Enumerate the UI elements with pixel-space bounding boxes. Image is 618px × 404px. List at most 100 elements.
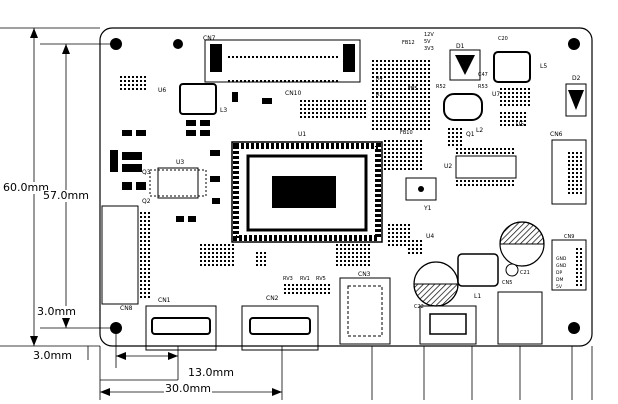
label-c22: C22 — [414, 304, 424, 310]
chip-u3 — [157, 167, 199, 199]
label-5v: 5V — [424, 39, 431, 45]
label-c20: C20 — [498, 36, 508, 42]
label-cn3: CN3 — [358, 271, 371, 278]
label-rv3: RV3 — [283, 276, 293, 282]
chip-u3-pins — [149, 169, 207, 197]
label-c47: C47 — [478, 72, 488, 78]
label-cn7: CN7 — [203, 35, 216, 42]
connector-cn8 — [101, 205, 139, 305]
chip-u2 — [455, 155, 517, 179]
label-r52: R52 — [436, 84, 446, 90]
smd-cluster-mid — [386, 224, 412, 248]
smd-row — [198, 244, 234, 266]
connector-cn3 — [339, 277, 391, 345]
dim-connector-offset: 30.0mm — [164, 382, 212, 395]
label-cn6: CN6 — [550, 131, 563, 138]
smd-row — [334, 244, 370, 266]
smd-cluster-left — [110, 92, 272, 222]
connector-cn10 — [300, 98, 368, 120]
chip-u2-pins — [456, 148, 516, 154]
mounting-hole — [568, 38, 580, 50]
diode-d1-mark — [455, 55, 475, 75]
diode-d2-mark — [568, 90, 584, 110]
dimension-arrows — [30, 28, 282, 396]
crystal-y1-dot — [418, 186, 424, 192]
diode-d1 — [449, 49, 481, 81]
inductor-l3 — [179, 83, 217, 115]
dim-height-outer: 60.0mm — [2, 181, 50, 194]
crystal-y1 — [405, 177, 437, 201]
label-cn1: CN1 — [158, 297, 171, 304]
label-dm: DM — [556, 277, 563, 283]
label-r53: R53 — [478, 84, 488, 90]
label-u7: U7 — [492, 91, 500, 98]
label-c21: C21 — [520, 270, 530, 276]
label-u2: U2 — [444, 163, 452, 170]
chip-u6 — [118, 74, 146, 90]
mounting-hole — [173, 39, 183, 49]
smd-row — [254, 252, 268, 268]
capacitor-c21 — [413, 261, 459, 307]
mosfet-q1 — [448, 126, 462, 146]
label-r5: R5 — [376, 92, 383, 98]
inductor-l1 — [457, 253, 499, 287]
label-l3: L3 — [220, 107, 227, 114]
label-12v: 12V — [424, 32, 434, 38]
inductor-l2 — [443, 93, 483, 121]
mounting-hole — [568, 322, 580, 334]
cn5-hole — [505, 263, 519, 277]
label-rv1: RV1 — [300, 276, 310, 282]
dim-hole-bottom-offset: 3.0mm — [36, 305, 77, 318]
connector-usb-b — [497, 291, 543, 345]
dim-height-holes: 57.0mm — [42, 189, 90, 202]
diode-d2 — [565, 83, 587, 117]
smd-row — [282, 282, 332, 294]
label-dp: DP — [556, 270, 562, 276]
capacitor-big — [499, 221, 545, 267]
label-u3: U3 — [176, 159, 184, 166]
label-q2: Q2 — [142, 198, 151, 205]
label-u5: U5 — [516, 121, 524, 128]
connector-cn1 — [145, 305, 217, 351]
label-l2: L2 — [476, 127, 483, 134]
label-cn10: CN10 — [285, 90, 301, 97]
label-rv5: RV5 — [316, 276, 326, 282]
label-q3: Q3 — [142, 169, 151, 176]
connector-cn9 — [551, 239, 587, 291]
label-fb10: FB10 — [400, 130, 413, 136]
label-fb12: FB12 — [402, 40, 415, 46]
label-q1: Q1 — [466, 131, 475, 138]
label-3v3: 3V3 — [424, 46, 434, 52]
label-gnd-b: GND — [556, 263, 567, 269]
label-u4: U4 — [426, 233, 434, 240]
connector-cn6-pins — [568, 150, 582, 194]
inductor-l5 — [493, 51, 531, 83]
label-fb5: FB5 — [408, 86, 418, 92]
dim-connector-spacing: 13.0mm — [187, 366, 235, 379]
main-chip-u1 — [231, 141, 383, 243]
dim-hole-side-offset: 3.0mm — [32, 349, 73, 362]
label-r4: R4 — [376, 76, 383, 82]
connector-cn8-pins — [140, 212, 152, 300]
label-u1: U1 — [298, 131, 306, 138]
chip-u7 — [498, 86, 530, 106]
chip-u5 — [498, 110, 528, 128]
connector-usb — [419, 305, 477, 345]
label-y1: Y1 — [423, 205, 432, 212]
label-d1: D1 — [456, 43, 465, 50]
smd-cluster-mid — [372, 60, 432, 130]
connector-cn7 — [204, 39, 361, 84]
connector-cn9-pins — [574, 246, 582, 286]
label-5v-b: 5V — [556, 284, 563, 290]
label-cn2: CN2 — [266, 295, 279, 302]
label-cn8: CN8 — [120, 305, 133, 312]
connector-cn3-inner — [347, 285, 383, 337]
smd-cluster-mid — [384, 140, 424, 170]
chip-u2-pins — [456, 180, 516, 186]
label-u6: U6 — [158, 87, 166, 94]
connector-cn6 — [551, 139, 587, 205]
label-l1: L1 — [474, 293, 481, 300]
label-cn5: CN5 — [502, 280, 512, 286]
label-gnd-a: GND — [556, 256, 567, 262]
